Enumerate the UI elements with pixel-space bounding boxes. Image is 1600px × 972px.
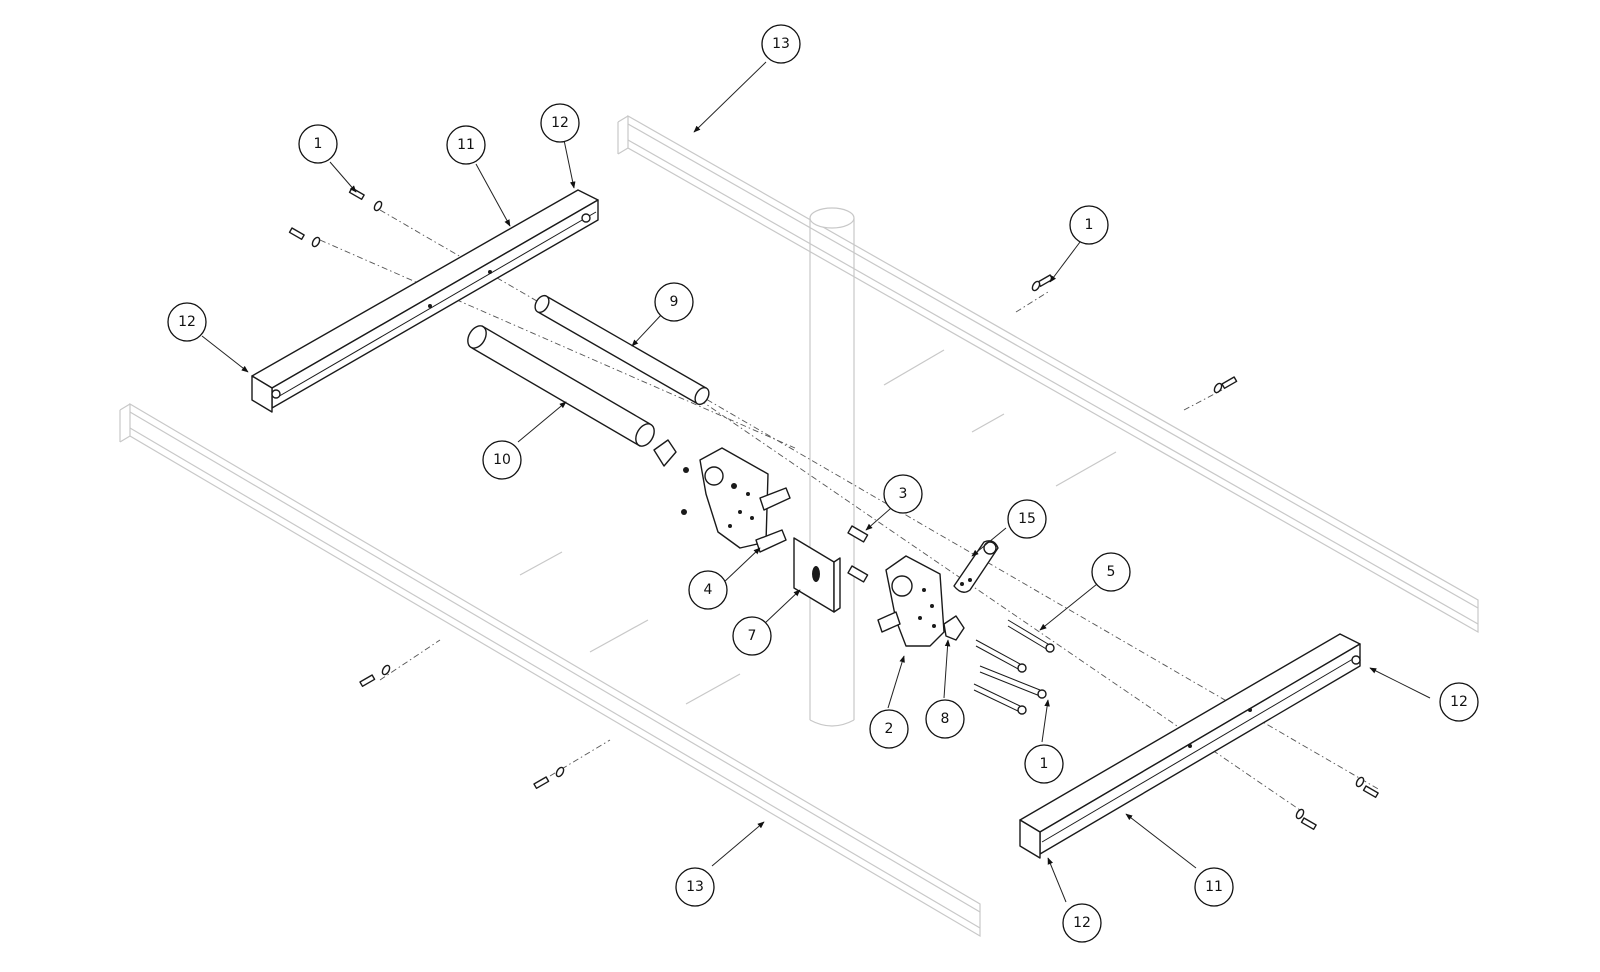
vertical-post [809, 207, 855, 727]
i-beam-rail-bottom [119, 402, 981, 938]
callout-label: 13 [686, 879, 704, 895]
callout-13-bottom[interactable]: 13 [675, 867, 715, 907]
leader-lines [201, 61, 1431, 903]
callout-label: 12 [178, 314, 196, 330]
bolt-top-left-a [348, 187, 383, 212]
callout-12-left[interactable]: 12 [167, 302, 207, 342]
bolt-lower-right-b [1295, 808, 1317, 831]
cross-channel-left [251, 189, 599, 413]
callout-label: 12 [1450, 694, 1468, 710]
callout-label: 2 [885, 721, 894, 737]
cross-channel-right [1019, 633, 1361, 859]
i-beam-rail-top [617, 114, 1479, 634]
callout-13-top[interactable]: 13 [761, 24, 801, 64]
bolt-lower-left-b [533, 766, 565, 790]
bolt-right-a [1031, 274, 1054, 292]
callout-3[interactable]: 3 [883, 474, 923, 514]
callout-label: 15 [1018, 511, 1036, 527]
callout-12-right[interactable]: 12 [1439, 682, 1479, 722]
bolt-lower-right-a [1355, 776, 1379, 799]
callout-4[interactable]: 4 [688, 570, 728, 610]
mount-bracket-right [877, 555, 945, 647]
callout-1-right[interactable]: 1 [1069, 205, 1109, 245]
bolt-top-left-b [288, 227, 321, 248]
bolt-lower-left-a [359, 664, 391, 688]
callout-label: 1 [314, 136, 323, 152]
callout-label: 1 [1085, 217, 1094, 233]
callout-12-bottom[interactable]: 12 [1062, 903, 1102, 943]
callout-9[interactable]: 9 [654, 282, 694, 322]
callout-label: 9 [670, 294, 679, 310]
mount-bracket-left [653, 439, 791, 553]
callout-11-right[interactable]: 11 [1194, 867, 1234, 907]
callout-label: 5 [1107, 564, 1116, 580]
callout-8[interactable]: 8 [925, 699, 965, 739]
callout-5[interactable]: 5 [1091, 552, 1131, 592]
callout-balloons: 13 1 11 12 12 1 9 10 3 15 5 [167, 24, 1479, 943]
backing-plate-7 [793, 537, 841, 613]
callout-1-bottom[interactable]: 1 [1024, 744, 1064, 784]
stud-3 [847, 525, 869, 583]
callout-label: 8 [941, 711, 950, 727]
callout-12-top-left[interactable]: 12 [540, 103, 580, 143]
callout-10[interactable]: 10 [482, 440, 522, 480]
callout-label: 10 [493, 452, 511, 468]
ghost-dash-lines [519, 349, 1117, 705]
long-bolts-5 [973, 619, 1055, 715]
callout-label: 11 [457, 137, 475, 153]
callout-15[interactable]: 15 [1007, 499, 1047, 539]
callout-2[interactable]: 2 [869, 709, 909, 749]
callout-label: 1 [1040, 756, 1049, 772]
callout-label: 11 [1205, 879, 1223, 895]
knob-8 [943, 615, 965, 641]
callout-label: 4 [704, 582, 713, 598]
callout-label: 3 [899, 486, 908, 502]
callout-label: 13 [772, 36, 790, 52]
callout-7[interactable]: 7 [732, 616, 772, 656]
callout-1-top-left[interactable]: 1 [298, 124, 338, 164]
callout-label: 12 [551, 115, 569, 131]
callout-11-left[interactable]: 11 [446, 125, 486, 165]
link-plate-15 [953, 540, 999, 593]
callout-label: 7 [748, 628, 757, 644]
bolt-right-b [1213, 376, 1238, 394]
tube-9 [534, 294, 710, 406]
tube-10 [467, 325, 655, 447]
callout-label: 12 [1073, 915, 1091, 931]
